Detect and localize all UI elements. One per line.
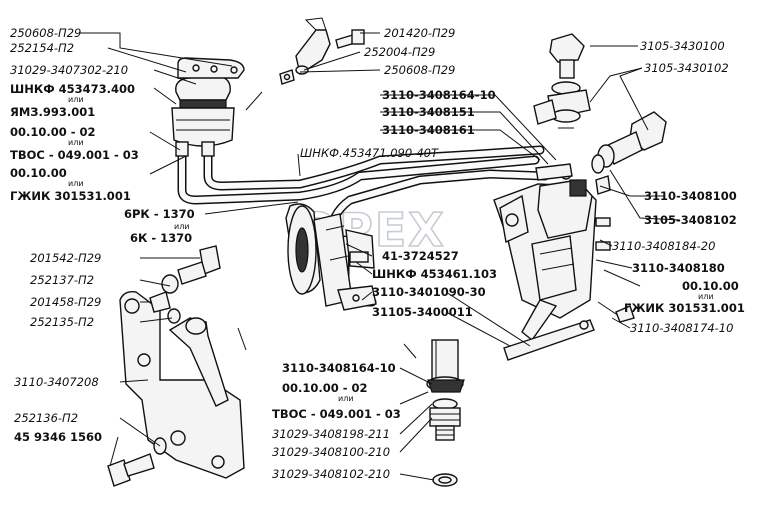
label-3110-3407208: 3110-3407208: [14, 375, 99, 389]
label-41-3724527: 41-3724527: [382, 249, 459, 263]
label-00-10-00-b: 00.10.00: [682, 279, 739, 293]
label-201542-p29: 201542-П29: [30, 251, 101, 265]
label-201420-p29: 201420-П29: [384, 26, 455, 40]
steering-gear: [493, 163, 635, 361]
label-3110-3408184-20: 3110-3408184-20: [612, 239, 715, 253]
bracket-fasteners: [279, 17, 365, 85]
lower-fitting: [426, 339, 465, 487]
label-3110-3408164-10-b: 3110-3408164-10: [282, 361, 396, 375]
label-252135-p2: 252135-П2: [30, 315, 94, 329]
label-tvos-049-001-03-a: ТВОС - 049.001 - 03: [10, 148, 139, 162]
label-yamz-993-001: ЯМЗ.993.001: [10, 105, 95, 119]
left-fasteners: [107, 245, 221, 487]
label-shnkf-453473-400: ШНКФ 453473.400: [10, 82, 135, 96]
part-labels: 250608-П29 252154-П2 31029-3407302-210 Ш…: [10, 26, 745, 481]
label-gzhik-301531-001-b: ГЖИК 301531.001: [624, 301, 745, 315]
leader-lines: [80, 32, 681, 481]
label-31029-3408198-211: 31029-3408198-211: [272, 427, 390, 441]
label-31029-3408100-210: 31029-3408100-210: [272, 445, 390, 459]
label-shnkf-453461-103: ШНКФ 453461.103: [372, 267, 497, 281]
banjo-bolt-assembly: [533, 33, 667, 174]
label-6rk-1370: 6РК - 1370: [124, 207, 195, 221]
label-00-10-00-a: 00.10.00: [10, 166, 67, 180]
label-3105-3430102: 3105-3430102: [644, 61, 729, 75]
label-45-9346-1560: 45 9346 1560: [14, 430, 102, 444]
label-252137-p2: 252137-П2: [30, 273, 94, 287]
label-3110-3401090-30: 3110-3401090-30: [372, 285, 486, 299]
label-ili-2: или: [68, 138, 84, 147]
label-201458-p29: 201458-П29: [30, 295, 101, 309]
label-31029-3408102-210: 31029-3408102-210: [272, 467, 390, 481]
label-31029-3407302-210: 31029-3407302-210: [10, 63, 128, 77]
pump: [285, 203, 377, 311]
label-gzhik-301531-001-a: ГЖИК 301531.001: [10, 189, 131, 203]
label-250608-p29-b: 250608-П29: [384, 63, 455, 77]
label-00-10-00-02-a: 00.10.00 - 02: [10, 125, 96, 139]
reservoir: [171, 57, 245, 157]
label-3110-3408180: 3110-3408180: [632, 261, 725, 275]
label-3110-3408174-10: 3110-3408174-10: [630, 321, 733, 335]
label-ili-1: или: [68, 95, 84, 104]
label-3110-3408164-10-a: 3110-3408164-10: [382, 88, 496, 102]
label-ili-4: или: [174, 222, 190, 231]
label-3110-3408100: 3110-3408100: [644, 189, 737, 203]
mounting-bracket: [119, 290, 245, 479]
label-252004-p29: 252004-П29: [364, 45, 435, 59]
label-ili-5: или: [698, 292, 714, 301]
label-ili-3: или: [68, 179, 84, 188]
label-252136-p2: 252136-П2: [14, 411, 78, 425]
label-252154-p2: 252154-П2: [10, 41, 74, 55]
label-tvos-049-001-03-b: ТВОС - 049.001 - 03: [272, 407, 401, 421]
label-ili-6: или: [338, 394, 354, 403]
label-250608-p29-a: 250608-П29: [10, 26, 81, 40]
label-3110-3408151: 3110-3408151: [382, 105, 475, 119]
label-shnkf-453471-090-40t: ШНКФ.453471.090-40Т: [300, 146, 439, 160]
label-31105-3400011: 31105-3400011: [372, 305, 473, 319]
label-3105-3430100: 3105-3430100: [640, 39, 725, 53]
label-3105-3408102: 3105-3408102: [644, 213, 737, 227]
label-6k-1370: 6К - 1370: [130, 231, 192, 245]
label-00-10-00-02-b: 00.10.00 - 02: [282, 381, 368, 395]
label-3110-3408161: 3110-3408161: [382, 123, 475, 137]
section-marks: [237, 91, 574, 359]
